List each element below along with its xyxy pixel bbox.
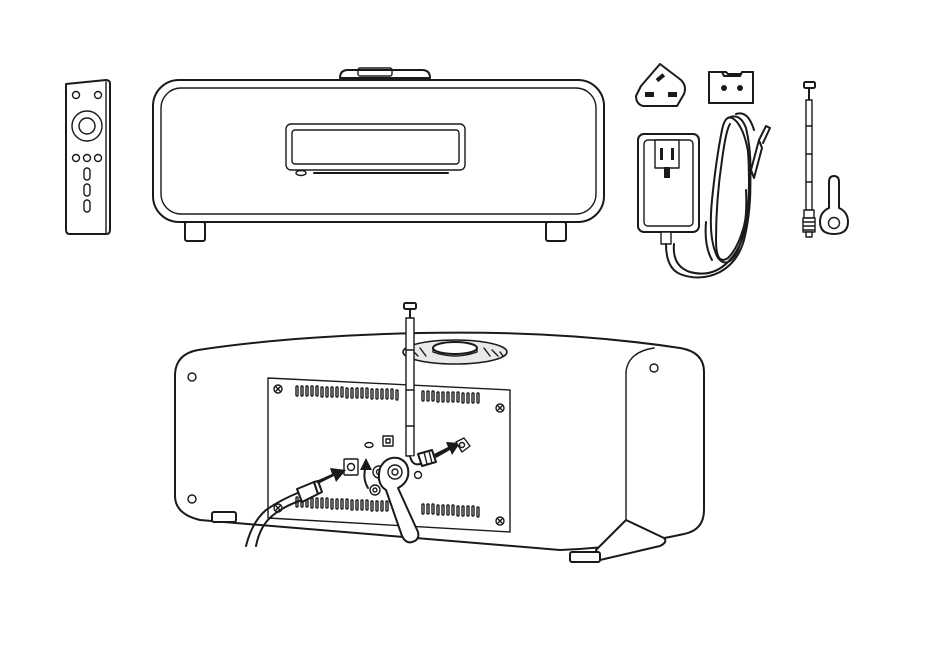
uk-plug-icon bbox=[636, 64, 685, 106]
eu-plug-icon bbox=[709, 72, 753, 103]
wrench-icon bbox=[820, 176, 848, 234]
power-supply-icon bbox=[638, 113, 770, 277]
remote-control-icon bbox=[66, 80, 110, 234]
rear-panel-icon bbox=[175, 333, 704, 562]
antenna-icon bbox=[803, 82, 815, 237]
radio-icon bbox=[153, 68, 604, 241]
